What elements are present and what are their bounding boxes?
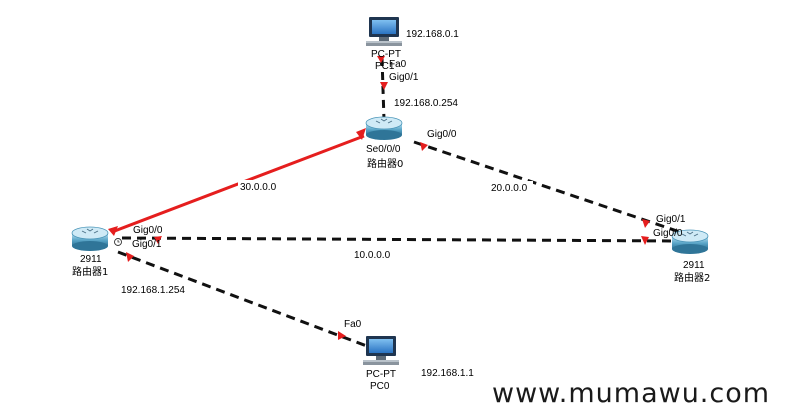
port-markers — [108, 56, 650, 340]
pc-top-device[interactable] — [366, 17, 402, 46]
clock-icon — [114, 238, 122, 246]
link-router1-router2[interactable] — [121, 236, 681, 243]
watermark-text: www.mumawu.com — [492, 378, 771, 409]
pc-bottom-device[interactable] — [363, 336, 399, 365]
router1-name: 路由器1 — [72, 265, 108, 278]
port-marker — [154, 236, 162, 244]
router0-device[interactable] — [365, 116, 403, 140]
port-marker — [642, 219, 650, 228]
router2-gig00-port: Gig0/0 — [653, 228, 683, 239]
pc-bottom-type-label: PC-PT — [366, 369, 396, 380]
network-label-r0-r2: 20.0.0.0 — [491, 183, 528, 194]
router1-device[interactable] — [71, 226, 109, 251]
network-label-r1-r2: 10.0.0.0 — [354, 250, 391, 261]
link-pc1-router0[interactable] — [380, 57, 386, 121]
router0-gig00-port: Gig0/0 — [427, 129, 457, 140]
router0-name: 路由器0 — [367, 157, 403, 170]
port-marker — [108, 226, 118, 236]
router2-model: 2911 — [683, 260, 705, 271]
port-marker — [380, 82, 388, 90]
pc-bottom-ip: 192.168.1.1 — [421, 368, 474, 379]
router1-gig01-port: Gig0/1 — [132, 239, 162, 250]
router0-gig01-ip: 192.168.0.254 — [394, 98, 458, 109]
port-marker — [338, 331, 346, 340]
port-marker — [126, 252, 134, 262]
router1-lan-ip: 192.168.1.254 — [121, 285, 185, 296]
link-router1-pc0[interactable] — [117, 250, 373, 350]
router1-gig00-port: Gig0/0 — [133, 225, 163, 236]
router0-se-port: Se0/0/0 — [366, 144, 401, 155]
router1-model: 2911 — [80, 254, 102, 265]
link-router0-router2[interactable] — [413, 140, 681, 234]
router2-gig01-port: Gig0/1 — [656, 214, 686, 225]
network-label-r0-r1: 30.0.0.0 — [240, 182, 277, 193]
site-watermark: www.mumawu.com — [484, 378, 800, 410]
port-marker — [356, 128, 366, 140]
pc-top-name: PC1 — [375, 61, 395, 72]
router2-name: 路由器2 — [674, 271, 710, 284]
pc-top-type-label: PC-PT — [371, 49, 401, 60]
port-marker — [641, 236, 649, 245]
pc-bottom-name: PC0 — [370, 381, 390, 392]
router0-gig01-port: Gig0/1 — [389, 72, 419, 83]
port-marker — [377, 56, 385, 63]
port-marker — [420, 142, 428, 151]
pc-top-ip: 192.168.0.1 — [406, 29, 459, 40]
router2-device[interactable] — [671, 229, 709, 254]
pc-top-fa-port: Fa0 — [389, 59, 407, 70]
pc-bottom-fa-port: Fa0 — [344, 319, 362, 330]
